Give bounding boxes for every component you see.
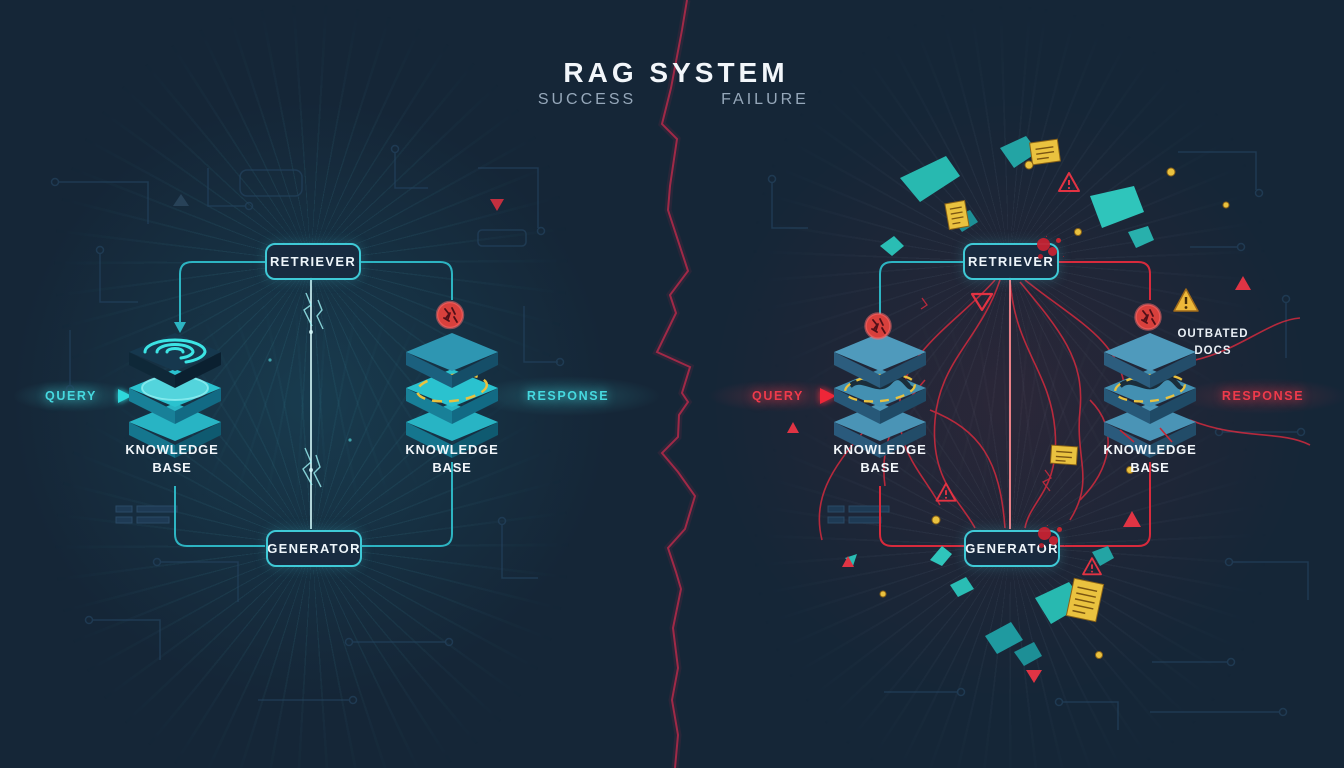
kb-label-success-right: KNOWLEDGE BASE: [405, 442, 499, 475]
stack-layer-top: [834, 333, 926, 388]
warning-triangle-red-outline: [935, 482, 957, 502]
kb-label-failure-right: KNOWLEDGE BASE: [1103, 442, 1197, 475]
lightning-sparks: [302, 292, 324, 488]
knowledge-base-stack-failure-right: [1104, 303, 1196, 458]
knowledge-base-stack-success-right: [406, 300, 498, 458]
response-label-failure: RESPONSE: [1221, 389, 1305, 403]
generator-node-success: GENERATOR: [266, 530, 362, 567]
knowledge-base-stack-failure-left: [834, 312, 926, 458]
query-label-failure: QUERY: [752, 389, 804, 403]
tangled-wires: [818, 279, 1311, 541]
corruption-icon: [435, 300, 465, 330]
warning-triangle-yellow: [1173, 288, 1199, 312]
right-arrow-icon: [118, 389, 132, 403]
outdated-docs-label: OUTBATED DOCS: [1177, 328, 1249, 358]
warning-triangle-red-outline: [1058, 172, 1080, 192]
knowledge-base-stack-success-left: [129, 333, 221, 458]
red-triangle-down: [490, 199, 504, 211]
corruption-icon: [1134, 303, 1162, 331]
damage-splatter-icon: [1037, 238, 1050, 251]
stack-layer-top: [406, 333, 498, 388]
circuit-background: [50, 144, 1309, 730]
yellow-blobs: [879, 160, 1230, 659]
query-label-success: QUERY: [45, 389, 97, 403]
failure-connector-loop: [874, 261, 1151, 547]
failure-diagram: [787, 136, 1311, 683]
kb-label-failure-left: KNOWLEDGE BASE: [833, 442, 927, 475]
down-arrow-icon: [174, 322, 186, 333]
warning-triangle-red-outline: [1082, 557, 1102, 576]
list-glyphs: [115, 505, 890, 524]
triangle-red-outline-down: [970, 292, 994, 312]
stack-layer-top: [1104, 333, 1196, 388]
stack-layer-top: [129, 333, 221, 388]
retriever-node-success: RETRIEVER: [265, 243, 361, 280]
crack-divider: [652, 0, 699, 768]
response-label-success: RESPONSE: [526, 389, 610, 403]
debris-shards: [845, 136, 1154, 666]
page-title: RAG SYSTEM: [563, 56, 789, 88]
success-diagram: [97, 261, 519, 547]
yellow-dashed-arc: [415, 373, 489, 403]
red-triangles: [787, 276, 1251, 683]
right-arrow-icon: [820, 388, 836, 404]
document-icons: [944, 138, 1105, 623]
failure-heading: FAILURE: [721, 91, 809, 108]
kb-label-success-left: KNOWLEDGE BASE: [125, 442, 219, 475]
warning-icons: [787, 172, 1251, 683]
success-connector-loop: [174, 261, 453, 547]
generator-node-failure: GENERATOR: [964, 530, 1060, 567]
damage-splatter-icon: [1038, 527, 1051, 540]
spiral-icon: [143, 338, 207, 364]
success-heading: SUCCESS: [537, 91, 637, 108]
corruption-icon: [864, 312, 892, 340]
